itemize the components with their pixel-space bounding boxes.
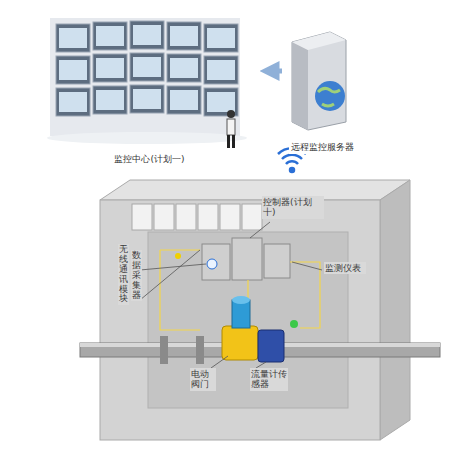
node-text: 远程监控服务器	[289, 141, 356, 154]
wireless-module-label: 无线通讯模块	[118, 244, 129, 305]
leader-lines	[140, 222, 322, 368]
person-figure	[227, 110, 235, 148]
sensor-dot	[175, 253, 181, 259]
video-wall	[47, 18, 247, 144]
monitoring-center: 监控中心(计划一)	[40, 8, 259, 166]
electric-valve	[222, 296, 258, 360]
instrument-label: 监测仪表	[324, 262, 366, 274]
connector-arrow	[267, 69, 282, 74]
flowmeter	[258, 320, 298, 362]
flowmeter-label: 流量计传感器	[250, 368, 288, 391]
controller-label: 控制器(计划十)	[262, 196, 324, 219]
collector-label: 数据采集器	[131, 250, 142, 301]
signal-wires	[160, 250, 320, 330]
controller-cabinets	[202, 238, 290, 280]
valve-chamber	[100, 180, 410, 440]
server-icon	[292, 32, 346, 130]
node-text: 监控中心(计划一)	[112, 153, 186, 166]
valve-label: 电动阀门	[190, 368, 216, 391]
antenna-icon	[207, 259, 217, 269]
server-box: 远程监控服务器	[282, 28, 362, 154]
